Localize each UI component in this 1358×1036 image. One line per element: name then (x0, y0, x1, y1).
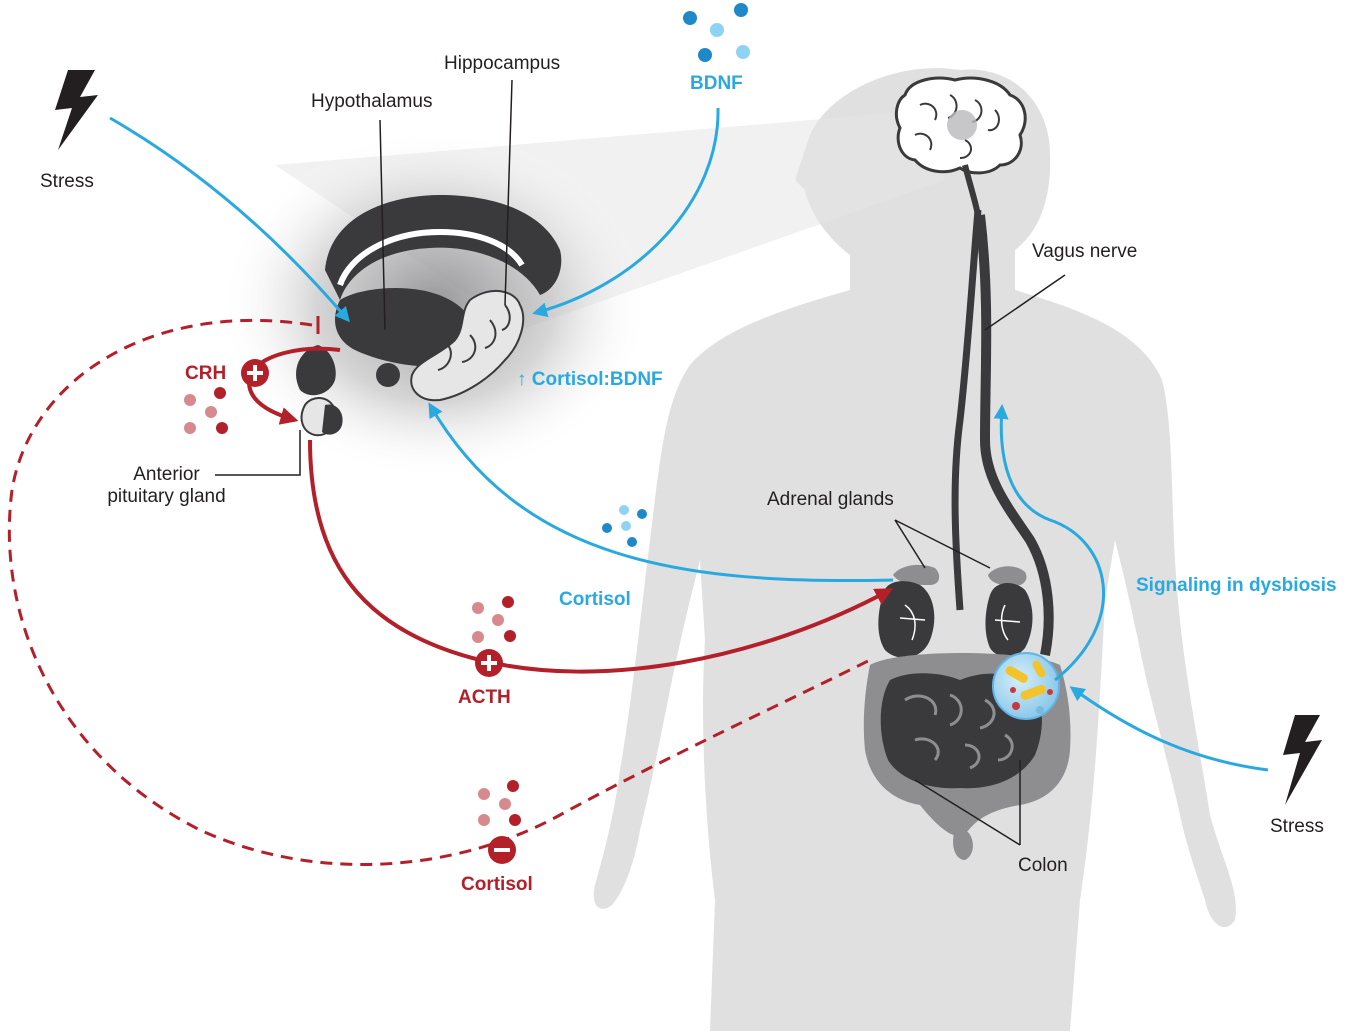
acth-plus-icon (475, 649, 503, 677)
acth-molecules (472, 596, 516, 643)
stress-label-right: Stress (1270, 816, 1324, 837)
crh-plus-icon (241, 359, 269, 387)
stress-to-hypothalamus-arrow (109, 116, 350, 323)
increase-arrow-icon: ↑ (517, 369, 527, 390)
mammillary-body (376, 363, 400, 387)
anterior-pituitary-line1: Anterior (133, 464, 200, 485)
adrenal-glands-label: Adrenal glands (767, 489, 894, 510)
anterior-pituitary-line2: pituitary gland (107, 486, 226, 507)
bdnf-label: BDNF (690, 73, 743, 94)
hippocampus-label: Hippocampus (444, 53, 561, 74)
bdnf-to-hippocampus-arrow (532, 107, 720, 318)
hippocampus-shape (410, 289, 525, 402)
cortisol-blue-label: Cortisol (559, 589, 631, 610)
hypothalamus-label: Hypothalamus (311, 91, 433, 112)
crh-molecules (184, 387, 228, 434)
dysbiosis-bubble (992, 652, 1060, 720)
brain-section (296, 195, 562, 437)
cortisol-bdnf-text: Cortisol:BDNF (531, 369, 663, 390)
bdnf-molecules (683, 3, 750, 62)
lightning-bolt-icon-right (1283, 715, 1322, 805)
dysbiosis-signaling-arrow (993, 404, 1105, 682)
acth-label: ACTH (458, 687, 511, 708)
cortisol-minus-icon (488, 836, 516, 864)
cortisol-to-brain-arrow (428, 402, 894, 583)
pituitary-stalk (296, 345, 336, 396)
vagus-nerve-right (975, 214, 1054, 656)
posterior-pituitary-shape (322, 404, 343, 435)
head-brain-icon (894, 76, 1027, 216)
cortisol-red-label: Cortisol (461, 874, 533, 895)
cortisol-bdnf-label: ↑ Cortisol:BDNF (517, 369, 663, 391)
stress-to-gut-arrow (1069, 686, 1269, 772)
leader-lines (215, 79, 1066, 846)
vagus-nerve-left (951, 209, 982, 611)
human-body-silhouette (593, 68, 1236, 1032)
vagus-nerve-label: Vagus nerve (1032, 241, 1138, 262)
hippocampus-folds (437, 304, 511, 371)
lightning-bolt-icon-top (55, 70, 98, 150)
stress-label-top: Stress (40, 171, 94, 192)
cortisol-negative-feedback-arrow (7, 318, 871, 866)
colon-label: Colon (1018, 855, 1068, 876)
corpus-callosum (325, 195, 562, 300)
crh-label: CRH (185, 363, 227, 384)
corpus-callosum-highlight (337, 228, 525, 287)
signaling-dysbiosis-label: Signaling in dysbiosis (1136, 575, 1337, 596)
cortisol-red-molecules (478, 780, 521, 826)
hypothalamus-shape (335, 288, 476, 367)
cortisol-blue-molecules (602, 505, 647, 547)
